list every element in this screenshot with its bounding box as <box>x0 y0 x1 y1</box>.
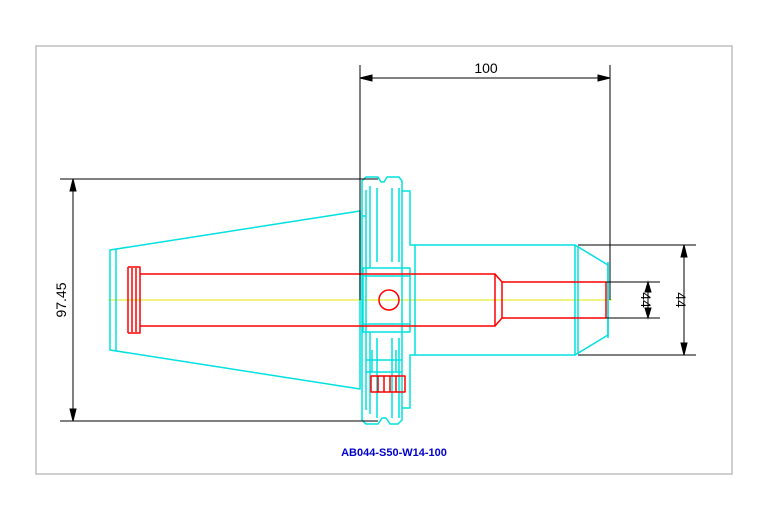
shank-outline <box>415 244 576 356</box>
drawing-frame <box>35 45 733 475</box>
cross-hole <box>378 289 400 311</box>
length-dimension-label: 100 <box>474 60 498 76</box>
flange-diameter-dimension <box>60 178 378 422</box>
nose-diameter-dimension <box>578 244 696 356</box>
nose-diameter-label: 44 <box>673 292 689 308</box>
holder-body <box>109 176 609 425</box>
part-number-label: AB044-S50-W14-100 <box>341 447 447 459</box>
taper-outline <box>109 210 361 390</box>
flange-diameter-label: 97.45 <box>53 282 69 317</box>
bore-diameter-label: 44 <box>638 292 654 308</box>
bore <box>127 266 607 393</box>
bore-diameter-dimension <box>606 280 660 320</box>
length-dimension <box>359 65 611 300</box>
set-screw <box>370 375 406 393</box>
